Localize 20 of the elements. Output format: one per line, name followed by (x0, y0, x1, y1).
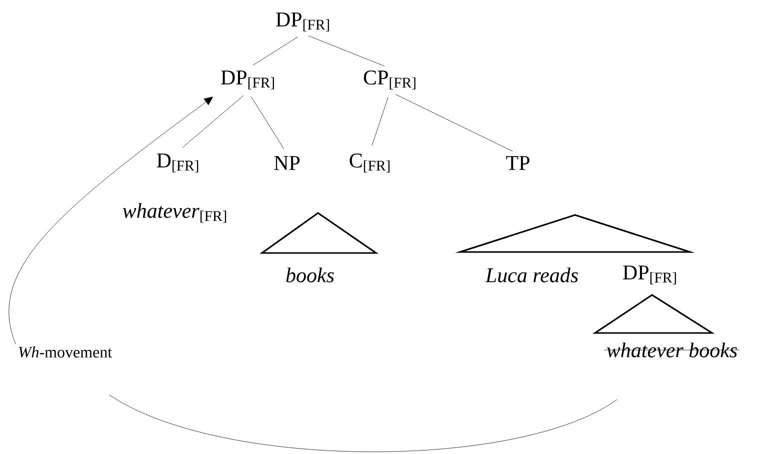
tree-label: CP$_{[FR]}$ (364, 70, 416, 90)
tree-branch (395, 94, 513, 152)
tree-branch (182, 95, 244, 148)
tree-label: D$_{[FR]}$ (156, 154, 198, 172)
tree-label: C$_{[FR]}$ (350, 154, 390, 172)
tree-branch (252, 36, 298, 66)
tree-branch (308, 36, 385, 66)
word-label: Luca reads (485, 268, 578, 282)
word-label: DP$_{[FR]}$ (623, 266, 676, 284)
tree-label: DP$_{[FR]}$ (276, 12, 329, 32)
movement-curve (109, 394, 618, 452)
tree-label: TP (506, 156, 530, 170)
tree-branch (372, 97, 388, 146)
movement-arrow (8, 96, 214, 344)
tree-branch (251, 96, 284, 150)
tree-label: NP (274, 156, 300, 170)
word-label: whatever$_{[FR]}$ (122, 203, 226, 223)
tree-label: DP$_{[FR]}$ (221, 70, 274, 90)
struck-text: whatever books (604, 342, 740, 358)
tree-label: Wh-movement (18, 346, 112, 358)
